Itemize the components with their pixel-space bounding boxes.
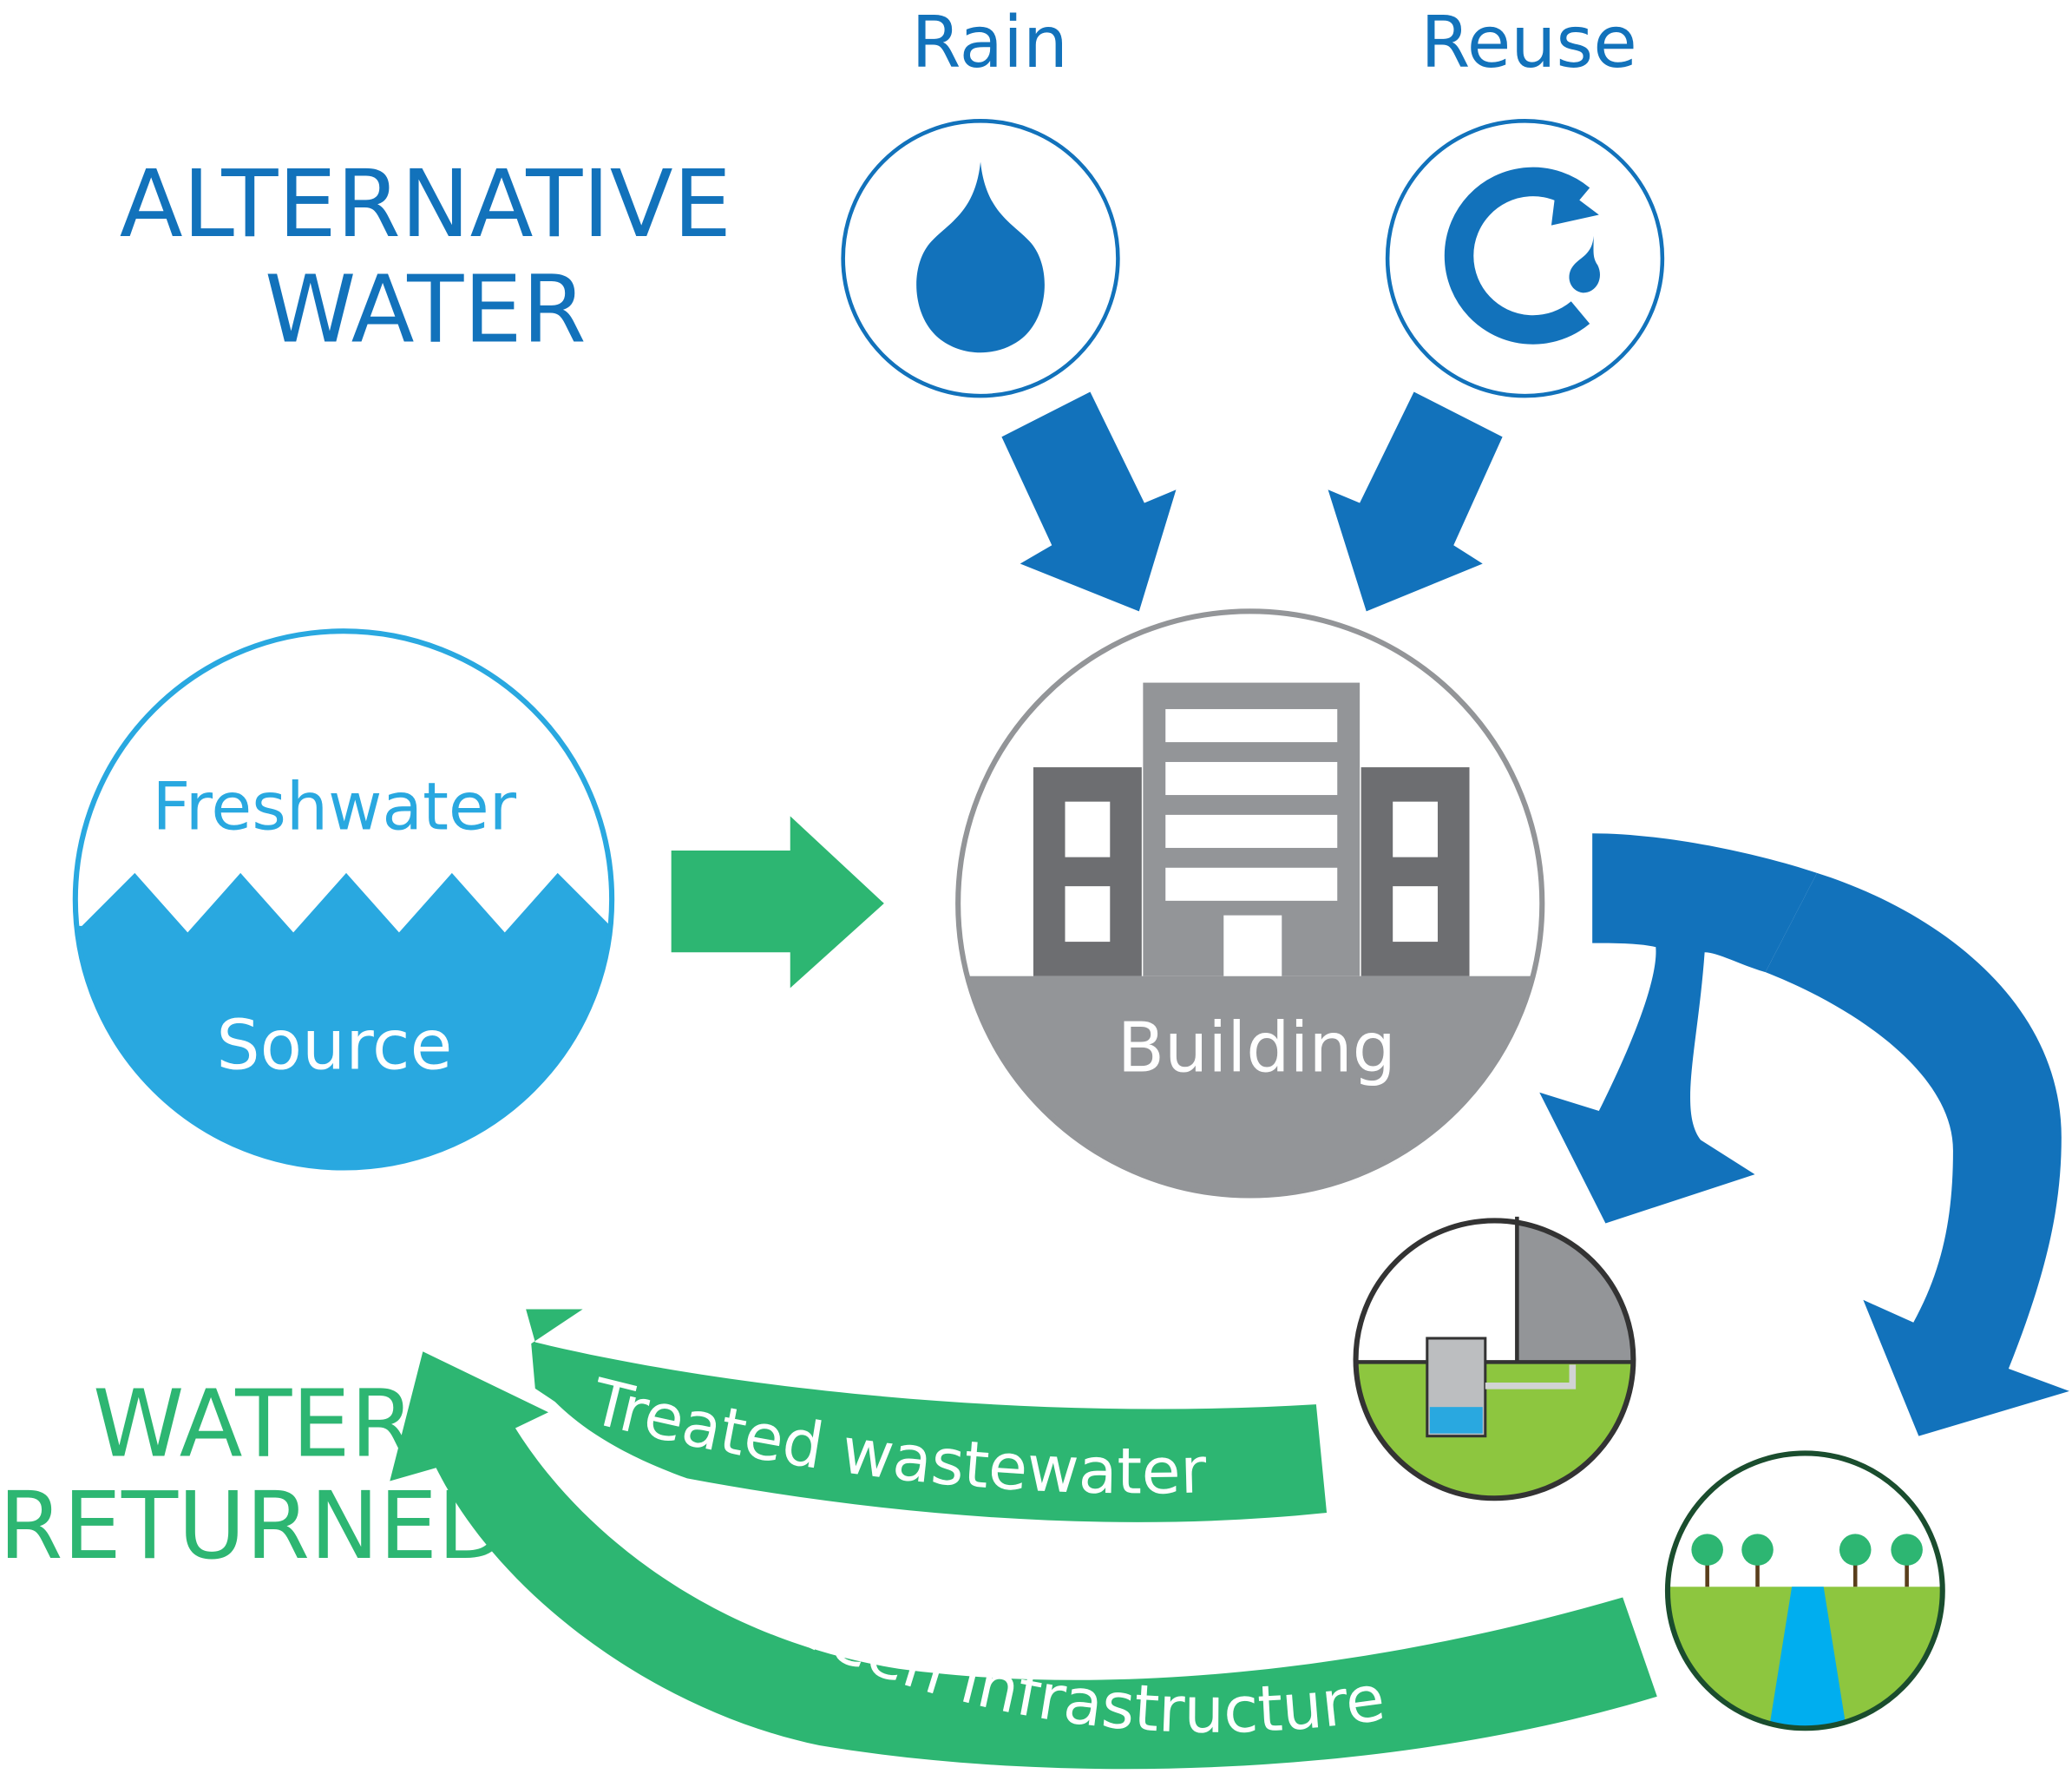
building-icon: [1033, 682, 1470, 976]
alternative-water-heading-line1: ALTERNATIVE: [120, 151, 731, 259]
rain-to-building-arrow: [1001, 391, 1177, 612]
alternative-water-heading-line2: WATER: [265, 257, 587, 365]
building-node: [955, 608, 1545, 1199]
building-to-green-infrastructure-arrow: [1765, 872, 2069, 1436]
raindrop-icon: [916, 161, 1045, 353]
reuse-to-building-arrow: [1328, 391, 1503, 612]
tree-icons: [1691, 1534, 1923, 1587]
reuse-circle: [1385, 119, 1665, 398]
building-to-treatment-arrow: [1539, 833, 1818, 1224]
water-returned-heading-line1: WATER: [93, 1371, 415, 1479]
freshwater-source-node: [72, 628, 615, 1171]
source-to-building-arrow: [671, 816, 884, 989]
wastewater-treatment-node: [1353, 1216, 1636, 1501]
freshwater-label: Freshwater: [153, 768, 517, 845]
water-returned-heading-line2: RETURNED: [0, 1473, 508, 1580]
source-label: Source: [216, 1004, 452, 1085]
treated-wastewater-label: Treated wastewater: [583, 1365, 1208, 1509]
green-infrastructure-node: [1664, 1450, 1945, 1731]
rain-label: Rain: [911, 2, 1068, 84]
stream-icon: [1767, 1587, 1848, 1729]
green-infrastructure-return-arrow: [390, 1351, 1657, 1770]
building-label: Building: [1118, 1007, 1396, 1087]
treated-wastewater-return-arrow: [526, 1309, 1328, 1522]
recycle-drop-icon: [1444, 167, 1600, 345]
reuse-label: Reuse: [1420, 2, 1637, 84]
